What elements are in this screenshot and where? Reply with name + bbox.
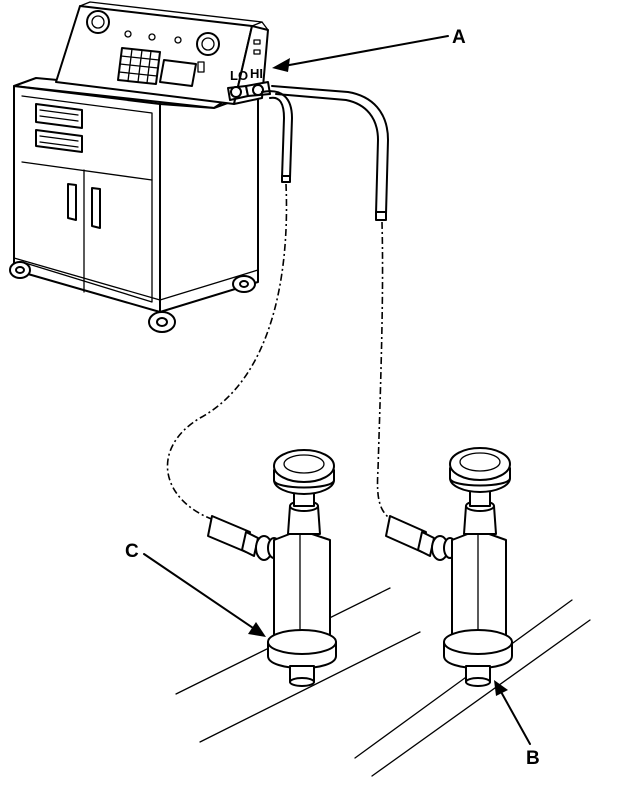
low-side-service-fitting [207,449,337,687]
callout-a: A [452,27,466,48]
floor-rails [175,587,591,777]
door-handle-right [91,187,101,229]
charging-station: LO HI [9,1,271,333]
high-side-service-fitting [385,447,513,687]
hi-port-label: HI [250,66,263,81]
display-screen [159,59,197,87]
door-handle-left [67,183,77,221]
pressure-gauges [86,10,220,56]
cart-wheels [9,261,256,333]
callout-b: B [526,748,540,769]
hoses [166,85,393,521]
keypad [117,47,161,85]
lo-port-label: LO [230,68,248,83]
callout-c: C [125,541,139,562]
upper-drawer [35,103,83,129]
leader-lines [143,35,531,745]
